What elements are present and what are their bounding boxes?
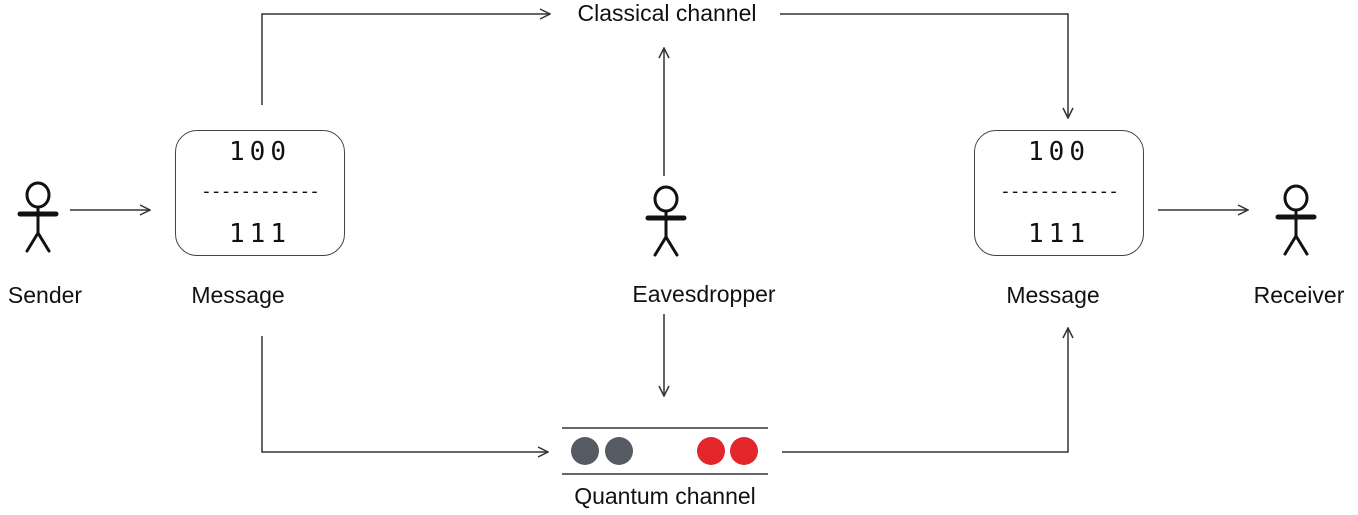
arrow-message-to-classical <box>261 14 550 105</box>
receiver-label: Receiver <box>1253 282 1345 308</box>
eavesdropper-label: Eavesdropper <box>632 281 776 307</box>
message-box-receiver: 100 ------------ 111 <box>974 130 1144 256</box>
photon-icon <box>730 437 758 465</box>
arrow-classical-to-message <box>780 13 1068 118</box>
photon-icon <box>697 437 725 465</box>
message-right-label: Message <box>1006 282 1100 308</box>
receiver-figure-icon <box>1275 184 1317 256</box>
message-top-bits: 100 <box>1028 137 1090 167</box>
sender-figure-icon <box>17 181 59 253</box>
message-bottom-bits: 111 <box>1028 219 1090 249</box>
message-left-label: Message <box>191 282 285 308</box>
message-box-sender: 100 ------------ 111 <box>175 130 345 256</box>
message-top-bits: 100 <box>229 137 291 167</box>
arrow-message-to-quantum <box>261 336 548 452</box>
sender-label: Sender <box>7 282 83 308</box>
photon-icon <box>605 437 633 465</box>
message-separator: ------------ <box>999 181 1119 202</box>
arrow-quantum-to-message <box>782 328 1068 453</box>
classical-channel-label: Classical channel <box>577 0 757 26</box>
eavesdropper-figure-icon <box>645 185 687 257</box>
message-bottom-bits: 111 <box>229 219 291 249</box>
quantum-channel-label: Quantum channel <box>574 483 756 509</box>
photon-icon <box>571 437 599 465</box>
message-separator: ------------ <box>200 181 320 202</box>
